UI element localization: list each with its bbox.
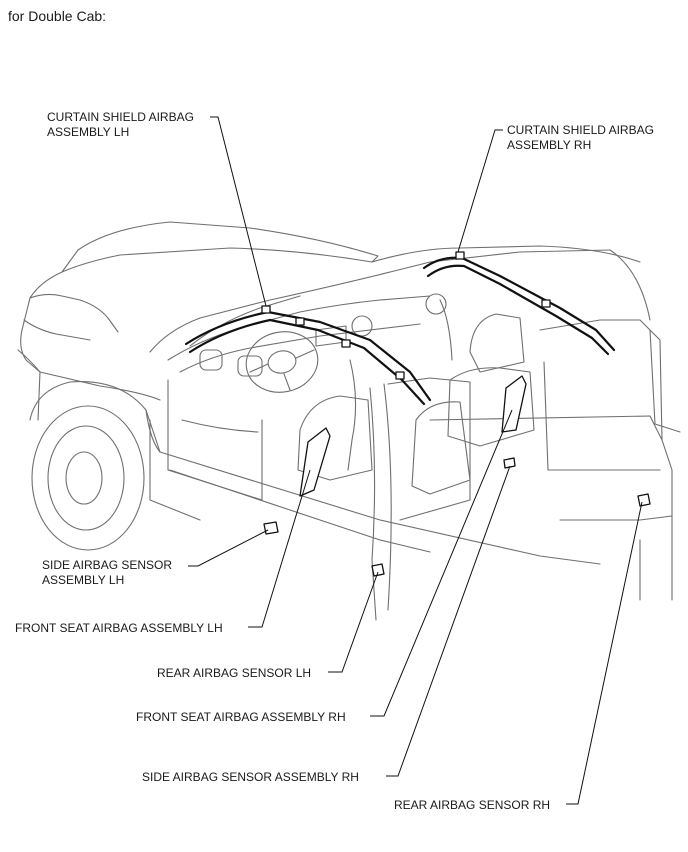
label-side-sensor-lh-line1: SIDE AIRBAG SENSOR — [42, 558, 172, 572]
label-curtain-airbag-rh-line2: ASSEMBLY RH — [507, 138, 591, 152]
rear-airbag-sensor-rh — [637, 493, 651, 507]
label-curtain-airbag-lh-line2: ASSEMBLY LH — [47, 125, 129, 139]
front-seat-airbag-rh — [501, 375, 527, 433]
side-airbag-sensor-rh — [503, 457, 516, 469]
leader-lines — [188, 116, 643, 805]
label-side-sensor-lh-line2: ASSEMBLY LH — [42, 573, 124, 587]
front-seat-airbag-lh — [299, 427, 331, 497]
label-front-seat-airbag-lh: FRONT SEAT AIRBAG ASSEMBLY LH — [15, 621, 223, 635]
label-side-sensor-rh: SIDE AIRBAG SENSOR ASSEMBLY RH — [142, 770, 359, 784]
page-title: for Double Cab: — [8, 8, 106, 24]
label-rear-sensor-rh: REAR AIRBAG SENSOR RH — [394, 798, 550, 812]
rear-airbag-sensor-lh — [371, 563, 385, 577]
side-airbag-sensor-lh — [263, 521, 279, 535]
label-curtain-airbag-lh-line1: CURTAIN SHIELD AIRBAG — [47, 110, 194, 124]
label-rear-sensor-lh: REAR AIRBAG SENSOR LH — [157, 666, 311, 680]
label-curtain-airbag-rh-line1: CURTAIN SHIELD AIRBAG — [507, 123, 654, 137]
curtain-shield-airbag-rh — [422, 251, 616, 356]
label-front-seat-airbag-rh: FRONT SEAT AIRBAG ASSEMBLY RH — [136, 710, 346, 724]
curtain-shield-airbag-lh — [184, 305, 432, 406]
